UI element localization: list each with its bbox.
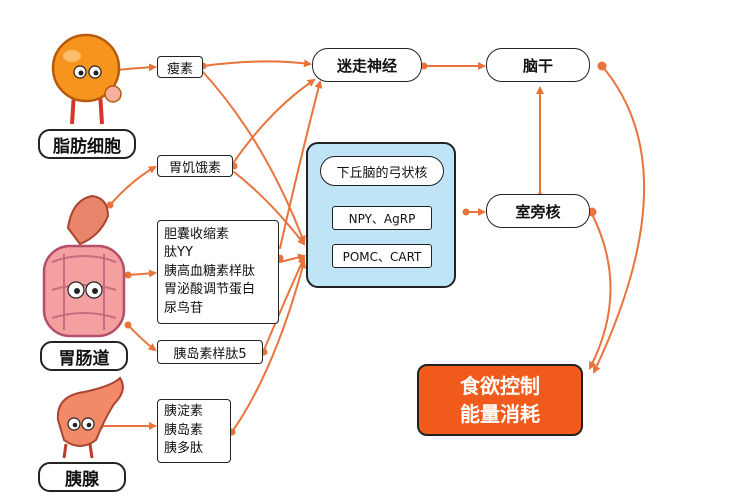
hormone-pancreas-item: 胰淀素	[164, 404, 204, 420]
hormone-gut-item: 胰高血糖素样肽	[164, 263, 256, 279]
organ-pancreas-label: 胰腺	[38, 462, 126, 492]
hormone-gut-list: 胆囊收缩素 肽YY 胰高血糖素样肽 胃泌酸调节蛋白 尿鸟苷	[157, 220, 279, 324]
outcome-line-appetite: 食欲控制	[460, 374, 540, 398]
hypothalamus-arcuate-box: 下丘脑的弓状核 NPY、AgRP POMC、CART	[306, 142, 456, 288]
arrow-gut-list	[127, 269, 157, 278]
arrow-ghrelin-hypo	[233, 171, 306, 246]
hormone-gut-item: 胃泌酸调节蛋白	[164, 282, 256, 298]
arrow-pancreas-hypo	[231, 260, 307, 433]
pomc-cart-box: POMC、CART	[332, 244, 432, 268]
hormone-leptin: 瘦素	[157, 56, 203, 78]
hypothalamus-title: 下丘脑的弓状核	[320, 156, 444, 186]
hormone-insl5: 胰岛素样肽5	[157, 340, 263, 364]
arrow-gut-insl5	[127, 324, 157, 352]
npy-agrp-box: NPY、AgRP	[332, 206, 432, 230]
arrow-ghrelin-vagus	[233, 78, 316, 163]
hormone-gut-item: 胆囊收缩素	[164, 226, 230, 242]
hormone-pancreas-item: 胰岛素	[164, 422, 204, 438]
hormone-gut-item: 肽YY	[164, 245, 193, 261]
hormone-pancreas-item: 胰多肽	[164, 441, 204, 457]
arrow-pvn-result	[589, 213, 612, 370]
hormone-gut-item: 尿鸟苷	[164, 300, 204, 316]
hormone-ghrelin: 胃饥饿素	[157, 155, 233, 177]
pvn-node: 室旁核	[486, 194, 590, 228]
outcome-line-energy: 能量消耗	[460, 402, 540, 426]
hormone-pancreas-list: 胰淀素 胰岛素 胰多肽	[157, 399, 231, 463]
organ-adipose-label: 脂肪细胞	[38, 129, 136, 159]
arrow-brainstem-result	[592, 65, 646, 374]
vagus-nerve-node: 迷走神经	[312, 48, 422, 82]
brainstem-node: 脑干	[486, 48, 590, 82]
arrow-gut-ghrelin	[109, 166, 157, 206]
outcome-box: 食欲控制 能量消耗	[417, 364, 583, 436]
arrow-leptin-hypo	[202, 71, 306, 244]
arrow-leptin-vagus	[202, 59, 312, 68]
arrow-gutlist-vagus	[279, 80, 323, 249]
organ-gut-label: 胃肠道	[40, 341, 128, 371]
arrow-gutlist-hypo	[279, 253, 306, 263]
arrow-adipose-leptin	[115, 63, 157, 72]
